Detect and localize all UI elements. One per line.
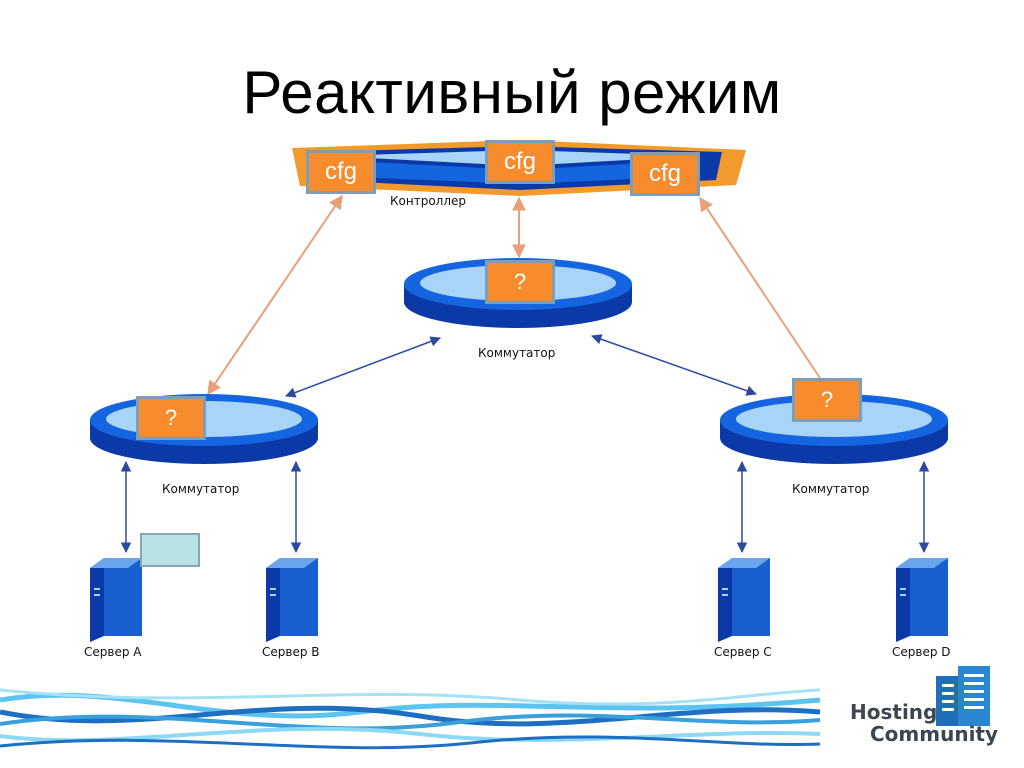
link-top-left: [285, 336, 441, 398]
link-top-right: [591, 334, 757, 396]
hosting-community-logo: Hosting Community: [850, 664, 1000, 746]
switch-right-query-box: ?: [792, 378, 862, 422]
server-b-label: Сервер B: [262, 645, 320, 659]
link-controller-left: [207, 194, 343, 396]
switch-right-label: Коммутатор: [792, 482, 870, 496]
cfg-box-left: cfg: [306, 150, 376, 194]
server-d-icon: [896, 558, 948, 642]
switch-left-label: Коммутатор: [162, 482, 240, 496]
building-icon: [936, 666, 990, 726]
cfg-box-center: cfg: [485, 140, 555, 184]
packet-box: [140, 533, 200, 567]
switch-left-query-box: ?: [136, 396, 206, 440]
server-c-icon: [718, 558, 770, 642]
slide-title: Реактивный режим: [242, 59, 782, 126]
server-d-label: Сервер D: [892, 645, 951, 659]
logo-text-hosting: Hosting: [850, 700, 938, 724]
switch-top-query-box: ?: [485, 260, 555, 304]
server-a-icon: [90, 558, 142, 642]
link-controller-right: [699, 196, 821, 379]
cfg-box-right: cfg: [630, 152, 700, 196]
switch-top-label: Коммутатор: [478, 346, 556, 360]
controller-label: Контроллер: [390, 194, 466, 208]
decorative-waves: [0, 688, 821, 750]
server-c-label: Сервер C: [714, 645, 772, 659]
logo-text-community: Community: [870, 722, 999, 746]
server-a-label: Сервер A: [84, 645, 142, 659]
server-b-icon: [266, 558, 318, 642]
